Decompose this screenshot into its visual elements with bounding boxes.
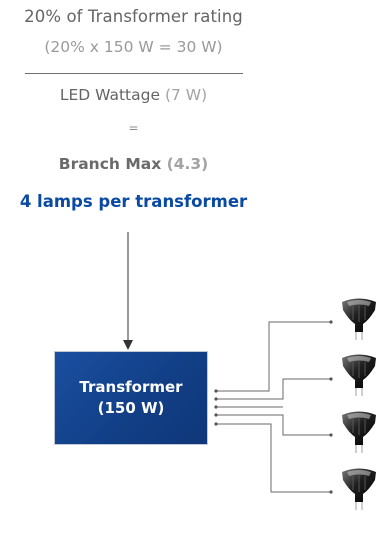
wire-2	[216, 378, 331, 400]
formula-numerator-title: 20% of Transformer rating	[24, 7, 243, 26]
lamp-pin-dot	[329, 433, 333, 437]
lamp-pin-dot	[329, 320, 333, 324]
transformer-box: Transformer (150 W)	[55, 352, 207, 444]
headline: 4 lamps per transformer	[19, 192, 248, 211]
lamp-pin-dot	[329, 377, 333, 381]
result-value: (4.3)	[166, 155, 209, 173]
result-label: Branch Max	[58, 155, 162, 173]
output-wires	[216, 321, 331, 493]
equals-sign: =	[128, 121, 139, 135]
denominator-value: (7 W)	[164, 86, 208, 104]
fraction-divider	[25, 73, 243, 74]
formula-denominator: LED Wattage (7 W)	[0, 86, 267, 104]
wire-terminals	[214, 320, 333, 494]
wire-3	[216, 414, 331, 436]
formula-numerator-calc: (20% x 150 W = 30 W)	[44, 38, 223, 56]
mr16-led-lamp-icon	[342, 468, 376, 510]
mr16-led-lamp-icon	[342, 298, 376, 340]
wire-4	[216, 423, 331, 493]
terminal-dot	[214, 413, 218, 417]
mr16-led-lamp-icon	[342, 354, 376, 396]
transformer-title: Transformer	[79, 378, 183, 396]
formula-result: Branch Max (4.3)	[0, 155, 267, 173]
mr16-led-lamp-icon	[342, 411, 376, 453]
wire-1	[216, 321, 331, 392]
terminal-dot	[214, 397, 218, 401]
terminal-dot	[214, 389, 218, 393]
lamp-pin-dot	[329, 490, 333, 494]
terminal-dot	[214, 422, 218, 426]
denominator-label: LED Wattage	[59, 86, 160, 104]
transformer-rating: (150 W)	[97, 399, 165, 417]
